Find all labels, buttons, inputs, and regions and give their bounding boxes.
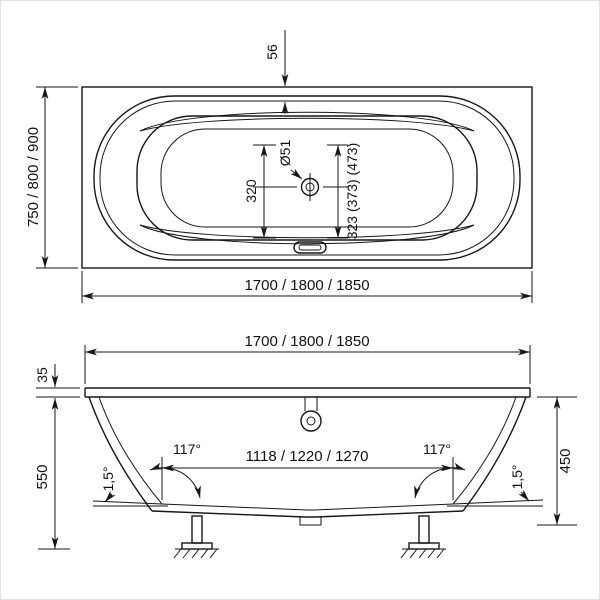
plan-contour-top-b: [139, 117, 475, 132]
base-slope-right-label: 1,5°: [509, 464, 525, 489]
foot-left-stem: [191, 515, 203, 544]
angle-base-left: 1,5°: [92, 466, 168, 507]
section-view: 1700 / 1800 / 1850 35 550 450: [34, 333, 577, 559]
wall-right-inner: [452, 396, 517, 505]
length-options-section-label: 1700 / 1800 / 1850: [244, 333, 369, 350]
overflow-slot-inner: [298, 244, 322, 251]
dim-depth: 450: [537, 396, 577, 526]
base-inner: [161, 503, 454, 511]
foot-left-ground-hatch: [173, 548, 219, 559]
base-length-label: 1118 / 1220 / 1270: [246, 448, 369, 465]
dim-rim-thickness: 35: [34, 364, 80, 398]
plan-rim-inner: [99, 100, 515, 256]
plan-rim-outer: [93, 95, 521, 261]
dim-base-length: 1118 / 1220 / 1270: [161, 448, 454, 500]
dim-length-section: 1700 / 1800 / 1850: [84, 333, 531, 384]
foot-right-stem: [418, 515, 430, 544]
depth-label: 450: [557, 448, 574, 473]
wall-angle-right-label: 117°: [423, 441, 451, 457]
angle-wall-left: 117°: [149, 441, 201, 499]
dim-drain-distance: 320: [243, 144, 276, 239]
plan-bowl-edge: [136, 115, 478, 241]
plan-contour-bottom-b: [139, 224, 475, 239]
length-options-plan-label: 1700 / 1800 / 1850: [244, 277, 369, 294]
foot-right-ground-hatch: [400, 548, 446, 559]
wall-right-outer: [462, 396, 527, 512]
drain-offsets-label: 323 (373) (473): [344, 143, 360, 240]
section-tub-outline: [84, 387, 531, 526]
plan-contour-top-a: [139, 111, 475, 132]
dim-width: 750 / 800 / 900: [25, 86, 78, 269]
waste-fitting-inner: [306, 416, 316, 426]
overflow-slot: [293, 241, 327, 254]
dim-drain-offsets: 323 (373) (473): [327, 143, 360, 240]
height-label: 550: [34, 464, 51, 489]
angle-wall-right: 117°: [414, 441, 466, 499]
base-slope-left-label: 1,5°: [100, 466, 116, 491]
dim-height: 550: [34, 398, 70, 550]
drain-stub: [299, 516, 322, 526]
plan-tub-outline: [81, 86, 533, 269]
dim-rim-offset: 56: [264, 30, 294, 114]
wall-left-outer: [88, 396, 153, 512]
rim-thickness-label: 35: [34, 367, 50, 383]
dim-length-plan: 1700 / 1800 / 1850: [81, 271, 533, 303]
foot-left: [173, 515, 219, 559]
dim-drain-diameter: Ø51: [277, 140, 303, 180]
foot-left-base: [181, 542, 213, 550]
foot-right-base: [408, 542, 440, 550]
angle-base-right: 1,5°: [447, 464, 544, 507]
plan-contour-bottom-a: [139, 224, 475, 245]
drain-distance-label: 320: [243, 179, 259, 203]
rim-offset-label: 56: [264, 44, 280, 60]
foot-right: [400, 515, 446, 559]
plan-install-rect: [81, 86, 533, 269]
width-options-label: 750 / 800 / 900: [25, 127, 42, 227]
waste-fitting: [300, 410, 322, 432]
wall-angle-left-label: 117°: [173, 441, 201, 457]
drain-diameter-label: Ø51: [277, 140, 293, 167]
plan-bowl-bottom: [160, 128, 454, 228]
plan-view: 56 750 / 800 / 900 1700 / 1800 / 1850 32…: [25, 30, 533, 303]
